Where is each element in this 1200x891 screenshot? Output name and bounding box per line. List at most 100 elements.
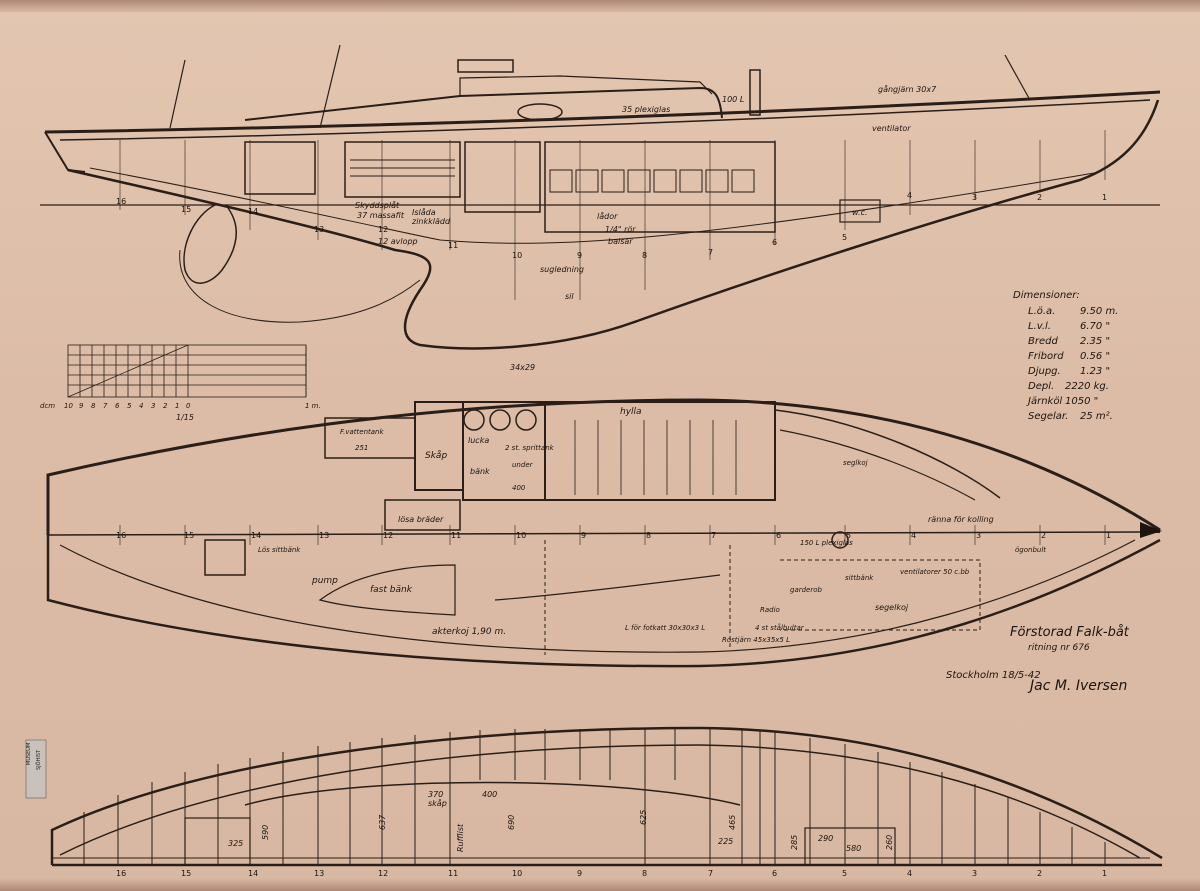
svg-text:9.50 m.: 9.50 m.	[1080, 306, 1118, 317]
wc-box	[839, 199, 881, 223]
svg-text:12: 12	[378, 869, 388, 878]
note-seglkoj: seglkoj	[843, 459, 868, 467]
svg-text:14: 14	[248, 869, 258, 878]
plan-station-numbers: 16 15 14 13 12 11 10 9 8 7 6 5 4 3 2 1	[116, 531, 1111, 540]
svg-text:13: 13	[314, 869, 324, 878]
plan-view: 16 15 14 13 12 11 10 9 8 7 6 5 4 3 2 1 F…	[46, 398, 1162, 668]
dim-580: 580	[846, 844, 861, 853]
note-zinkkladd: zinkklädd	[411, 217, 451, 226]
svg-text:2220 kg.: 2220 kg.	[1065, 381, 1109, 392]
note-wc: w.c.	[852, 208, 868, 217]
section-inner	[59, 744, 1141, 859]
svg-text:Segelar.: Segelar.	[1028, 411, 1068, 422]
dim-260: 260	[885, 835, 894, 850]
note-segelkoj: segelkoj	[875, 603, 909, 612]
svg-text:11: 11	[451, 531, 461, 540]
note-isloda: Islåda	[412, 207, 436, 217]
dim-370: 370	[428, 790, 443, 799]
scale-1m: 1 m.	[305, 402, 321, 410]
note-pump: pump	[311, 576, 338, 586]
dimension-names: L.ö.a. L.v.l. Bredd Fribord Djupg. Depl.…	[1026, 306, 1068, 422]
svg-text:2.35 ": 2.35 "	[1080, 336, 1110, 347]
note-vattentank: F.vattentank	[340, 428, 384, 436]
svg-text:16: 16	[116, 197, 126, 206]
svg-text:4: 4	[139, 402, 143, 410]
saloon-slats	[574, 420, 737, 495]
plan-saloon	[544, 401, 776, 501]
svg-text:3: 3	[976, 531, 981, 540]
svg-text:4: 4	[907, 869, 912, 878]
note-rostjarn: Rostjärn 45x35x5 L	[722, 636, 790, 644]
signature: Jac M. Iversen	[1027, 678, 1127, 694]
svg-text:16: 16	[116, 869, 126, 878]
svg-text:Depl.: Depl.	[1028, 381, 1054, 392]
note-hylla: hylla	[620, 407, 642, 417]
svg-text:0: 0	[186, 402, 191, 410]
rudder	[183, 204, 238, 284]
section-station-numbers: 16 15 14 13 12 11 10 9 8 7 6 5 4 3 2 1	[116, 869, 1107, 878]
note-fotkatt: L för fotkatt 30x30x3 L	[625, 624, 705, 632]
svg-text:10: 10	[516, 531, 526, 540]
note-400: 400	[512, 484, 526, 492]
svg-text:10: 10	[512, 251, 522, 260]
mast-step	[749, 69, 761, 116]
dim-590: 590	[261, 825, 270, 840]
svg-text:1050 ": 1050 "	[1065, 396, 1098, 407]
note-ranna: ränna för kolling	[928, 515, 994, 524]
dim-625: 625	[639, 810, 648, 825]
plan-stations	[119, 525, 1106, 545]
svg-text:15: 15	[181, 205, 191, 214]
dim-400: 400	[482, 790, 497, 799]
svg-text:8: 8	[642, 251, 647, 260]
note-ventilator: ventilator	[872, 124, 911, 133]
cabinet	[464, 141, 541, 213]
place-date: Stockholm 18/5-42	[946, 670, 1041, 681]
plan-outline-upper	[46, 398, 1161, 535]
sheer-line	[44, 90, 1161, 134]
dimensions-title: Dimensioner:	[1013, 290, 1080, 301]
note-sil: sil	[565, 292, 574, 301]
dim-325: 325	[228, 839, 243, 848]
dim-637: 637	[378, 814, 387, 830]
note-ventilatorer: ventilatorer 50 c.bb	[900, 568, 970, 576]
note-150-plexiglas: 150 L plexiglas	[800, 539, 853, 547]
dim-225: 225	[718, 837, 733, 846]
dim-465: 465	[728, 815, 737, 830]
dim-290: 290	[818, 834, 833, 843]
note-under: under	[512, 461, 534, 469]
water-tank	[324, 417, 416, 459]
berth-cushions	[549, 169, 755, 193]
note-balsar: balsar	[608, 237, 633, 246]
svg-text:2: 2	[1037, 193, 1042, 202]
scale-ticks: 10 9 8 7 6 5 4 3 2 1 0	[64, 402, 191, 410]
svg-text:Bredd: Bredd	[1028, 336, 1058, 347]
svg-text:SJÖHIST: SJÖHIST	[35, 749, 42, 770]
centerline	[47, 531, 1161, 536]
pulpit	[169, 44, 1031, 129]
svg-text:5: 5	[842, 233, 847, 242]
transom	[44, 131, 86, 173]
drawing-number: ritning nr 676	[1028, 643, 1090, 653]
title-block: Förstorad Falk-båt ritning nr 676 Stockh…	[946, 625, 1130, 694]
svg-text:25 m².: 25 m².	[1080, 411, 1113, 422]
svg-text:8: 8	[642, 869, 647, 878]
note-fast-bank: fast bänk	[370, 585, 413, 595]
cockpit-locker	[244, 141, 316, 195]
pencil-note: 34x29	[510, 363, 535, 372]
note-ogonbult: ögonbult	[1015, 546, 1046, 554]
svg-text:11: 11	[448, 241, 458, 250]
note-100-l: 100 L	[722, 95, 744, 104]
note-lucka: lucka	[468, 436, 489, 445]
note-losa-brader: lösa bräder	[398, 515, 444, 524]
svg-text:0.56 ": 0.56 "	[1080, 351, 1110, 362]
dim-rufflist: Rufflist	[456, 823, 465, 852]
section-view: 370 skåp 400 325 590 637 Rufflist 690 62…	[50, 726, 1163, 878]
svg-text:6: 6	[772, 238, 777, 247]
note-sittbank: sittbänk	[845, 574, 874, 582]
rudder-outline	[179, 249, 421, 323]
svg-text:1: 1	[1106, 531, 1111, 540]
svg-text:8: 8	[646, 531, 651, 540]
svg-text:13: 13	[319, 531, 329, 540]
note-sugledning: sugledning	[540, 265, 584, 274]
scale-bar: dcm 10 9 8 7 6 5 4 3 2 1 0 1 m. 1/15	[40, 344, 321, 422]
